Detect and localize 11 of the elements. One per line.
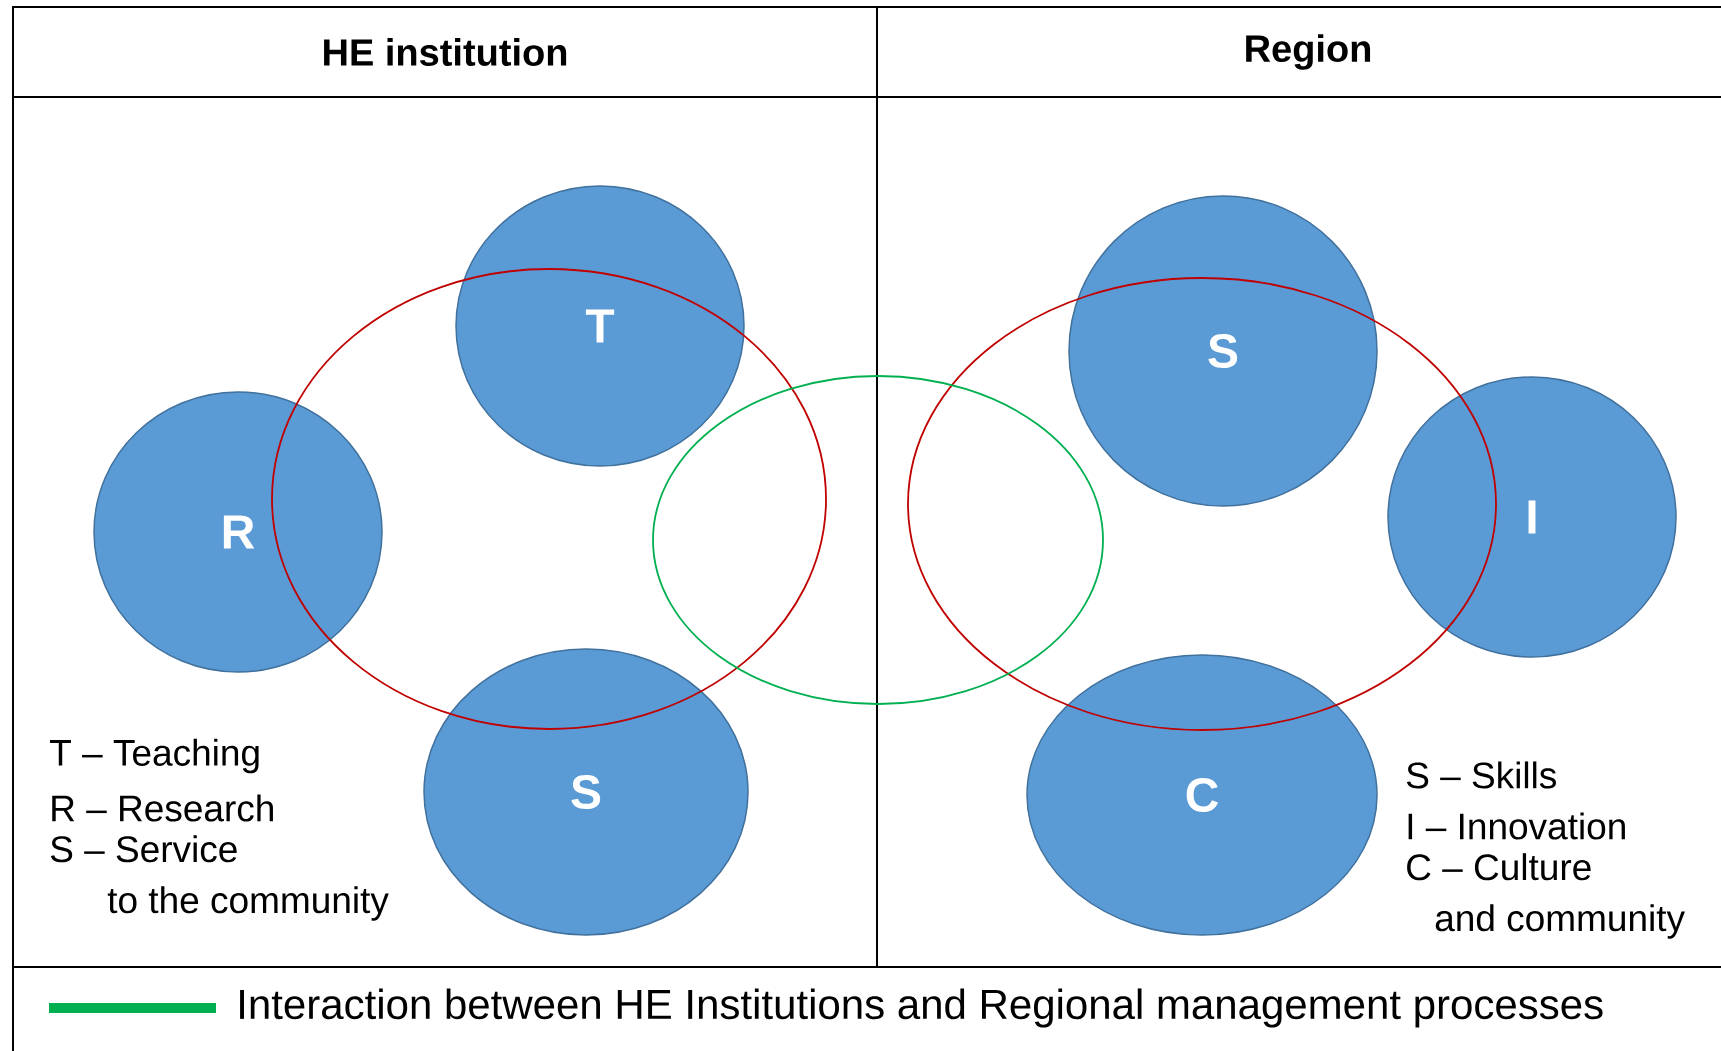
key-text: T – Teaching <box>50 738 259 774</box>
column-header: Region <box>1246 34 1371 70</box>
legend-text: Interaction between HE Institutions and Regional management processes <box>240 988 1603 1028</box>
key-text: R – Research <box>52 794 273 822</box>
ellipse <box>271 268 827 730</box>
key-text: I – Innovation <box>1408 812 1625 840</box>
key-text: S – Service to the community <box>50 835 389 921</box>
ellipse <box>907 277 1497 731</box>
column-header: HE institution <box>324 38 567 66</box>
ellipse <box>652 375 1104 705</box>
key-text: S – Skills <box>1406 761 1556 789</box>
